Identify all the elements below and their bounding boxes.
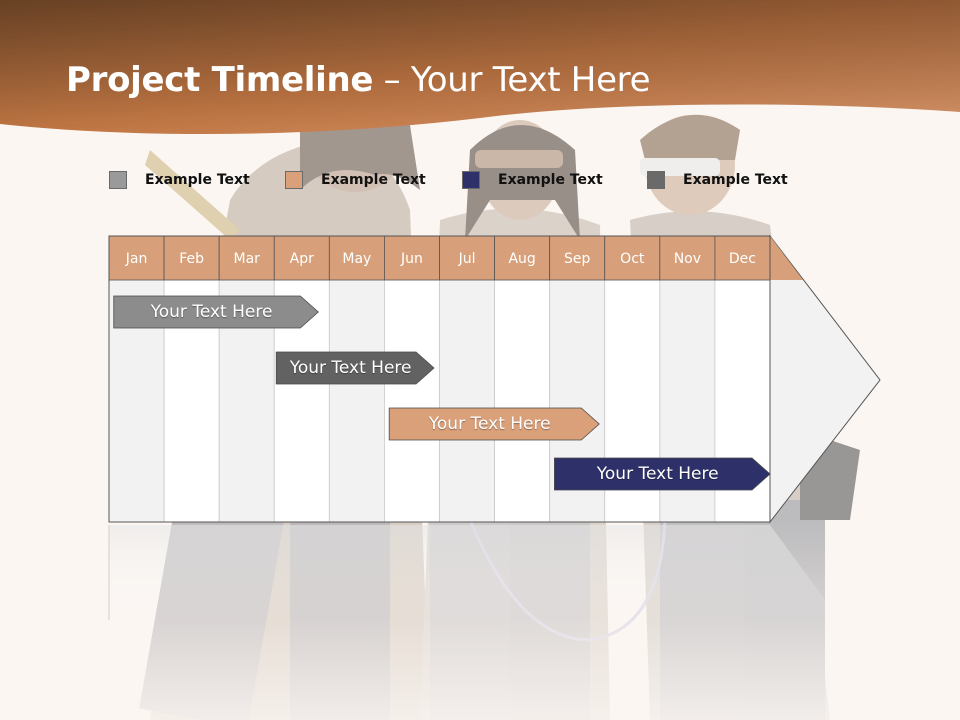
month-label-apr: Apr (289, 251, 314, 267)
timeline-column-aug (494, 279, 551, 523)
chart-reflection (108, 525, 840, 620)
title-bold: Project Timeline (66, 60, 374, 100)
legend-label-2: Example Text (321, 172, 426, 188)
legend-item-2: Example Text (285, 170, 426, 190)
month-cell-may (328, 235, 385, 281)
title-subtitle: – Your Text Here (373, 60, 651, 100)
legend-swatch-1 (109, 171, 127, 189)
month-cell-nov (659, 235, 716, 281)
legend-swatch-3 (462, 171, 480, 189)
legend-swatch-2 (285, 171, 303, 189)
timeline-bar-2[interactable] (275, 351, 435, 385)
legend-label-4: Example Text (683, 172, 788, 188)
timeline-bar-label-1: Your Text Here (150, 302, 273, 322)
month-header-row (108, 235, 771, 281)
month-cell-feb (163, 235, 220, 281)
month-label-nov: Nov (673, 251, 702, 267)
month-label-mar: Mar (233, 251, 260, 267)
month-label-jun: Jun (401, 251, 423, 267)
timeline-bar-1[interactable] (113, 295, 319, 329)
month-label-dec: Dec (728, 251, 756, 267)
timeline-bars (113, 295, 771, 491)
month-label-jan: Jan (125, 251, 148, 267)
timeline-bar-3[interactable] (388, 407, 600, 441)
timeline-column-jun (384, 279, 440, 523)
timeline-chart (108, 234, 881, 524)
legend-swatch-4 (647, 171, 665, 189)
month-cell-apr (273, 235, 330, 281)
month-label-jul: Jul (458, 251, 476, 267)
timeline-frame (108, 235, 771, 523)
month-label-oct: Oct (620, 251, 645, 267)
month-cell-sep (549, 235, 606, 281)
legend-label-3: Example Text (498, 172, 603, 188)
legend-label-1: Example Text (145, 172, 250, 188)
month-cell-oct (604, 235, 661, 281)
legend-item-3: Example Text (462, 170, 603, 190)
month-label-sep: Sep (564, 251, 591, 267)
legend-item-1: Example Text (109, 170, 250, 190)
timeline-bar-4[interactable] (554, 457, 771, 491)
timeline-bar-label-3: Your Text Here (428, 414, 551, 434)
legend-item-4: Example Text (647, 170, 788, 190)
page-title: Project Timeline – Your Text Here (66, 60, 651, 100)
header-banner (0, 0, 960, 135)
month-label-feb: Feb (179, 251, 205, 267)
timeline-bar-label-2: Your Text Here (289, 358, 412, 378)
month-label-aug: Aug (508, 251, 536, 267)
timeline-bar-label-4: Your Text Here (596, 464, 719, 484)
arrow-head-header (770, 236, 803, 280)
month-label-may: May (342, 251, 372, 267)
timeline-column-jul (439, 279, 495, 523)
timeline-column-may (328, 279, 385, 523)
